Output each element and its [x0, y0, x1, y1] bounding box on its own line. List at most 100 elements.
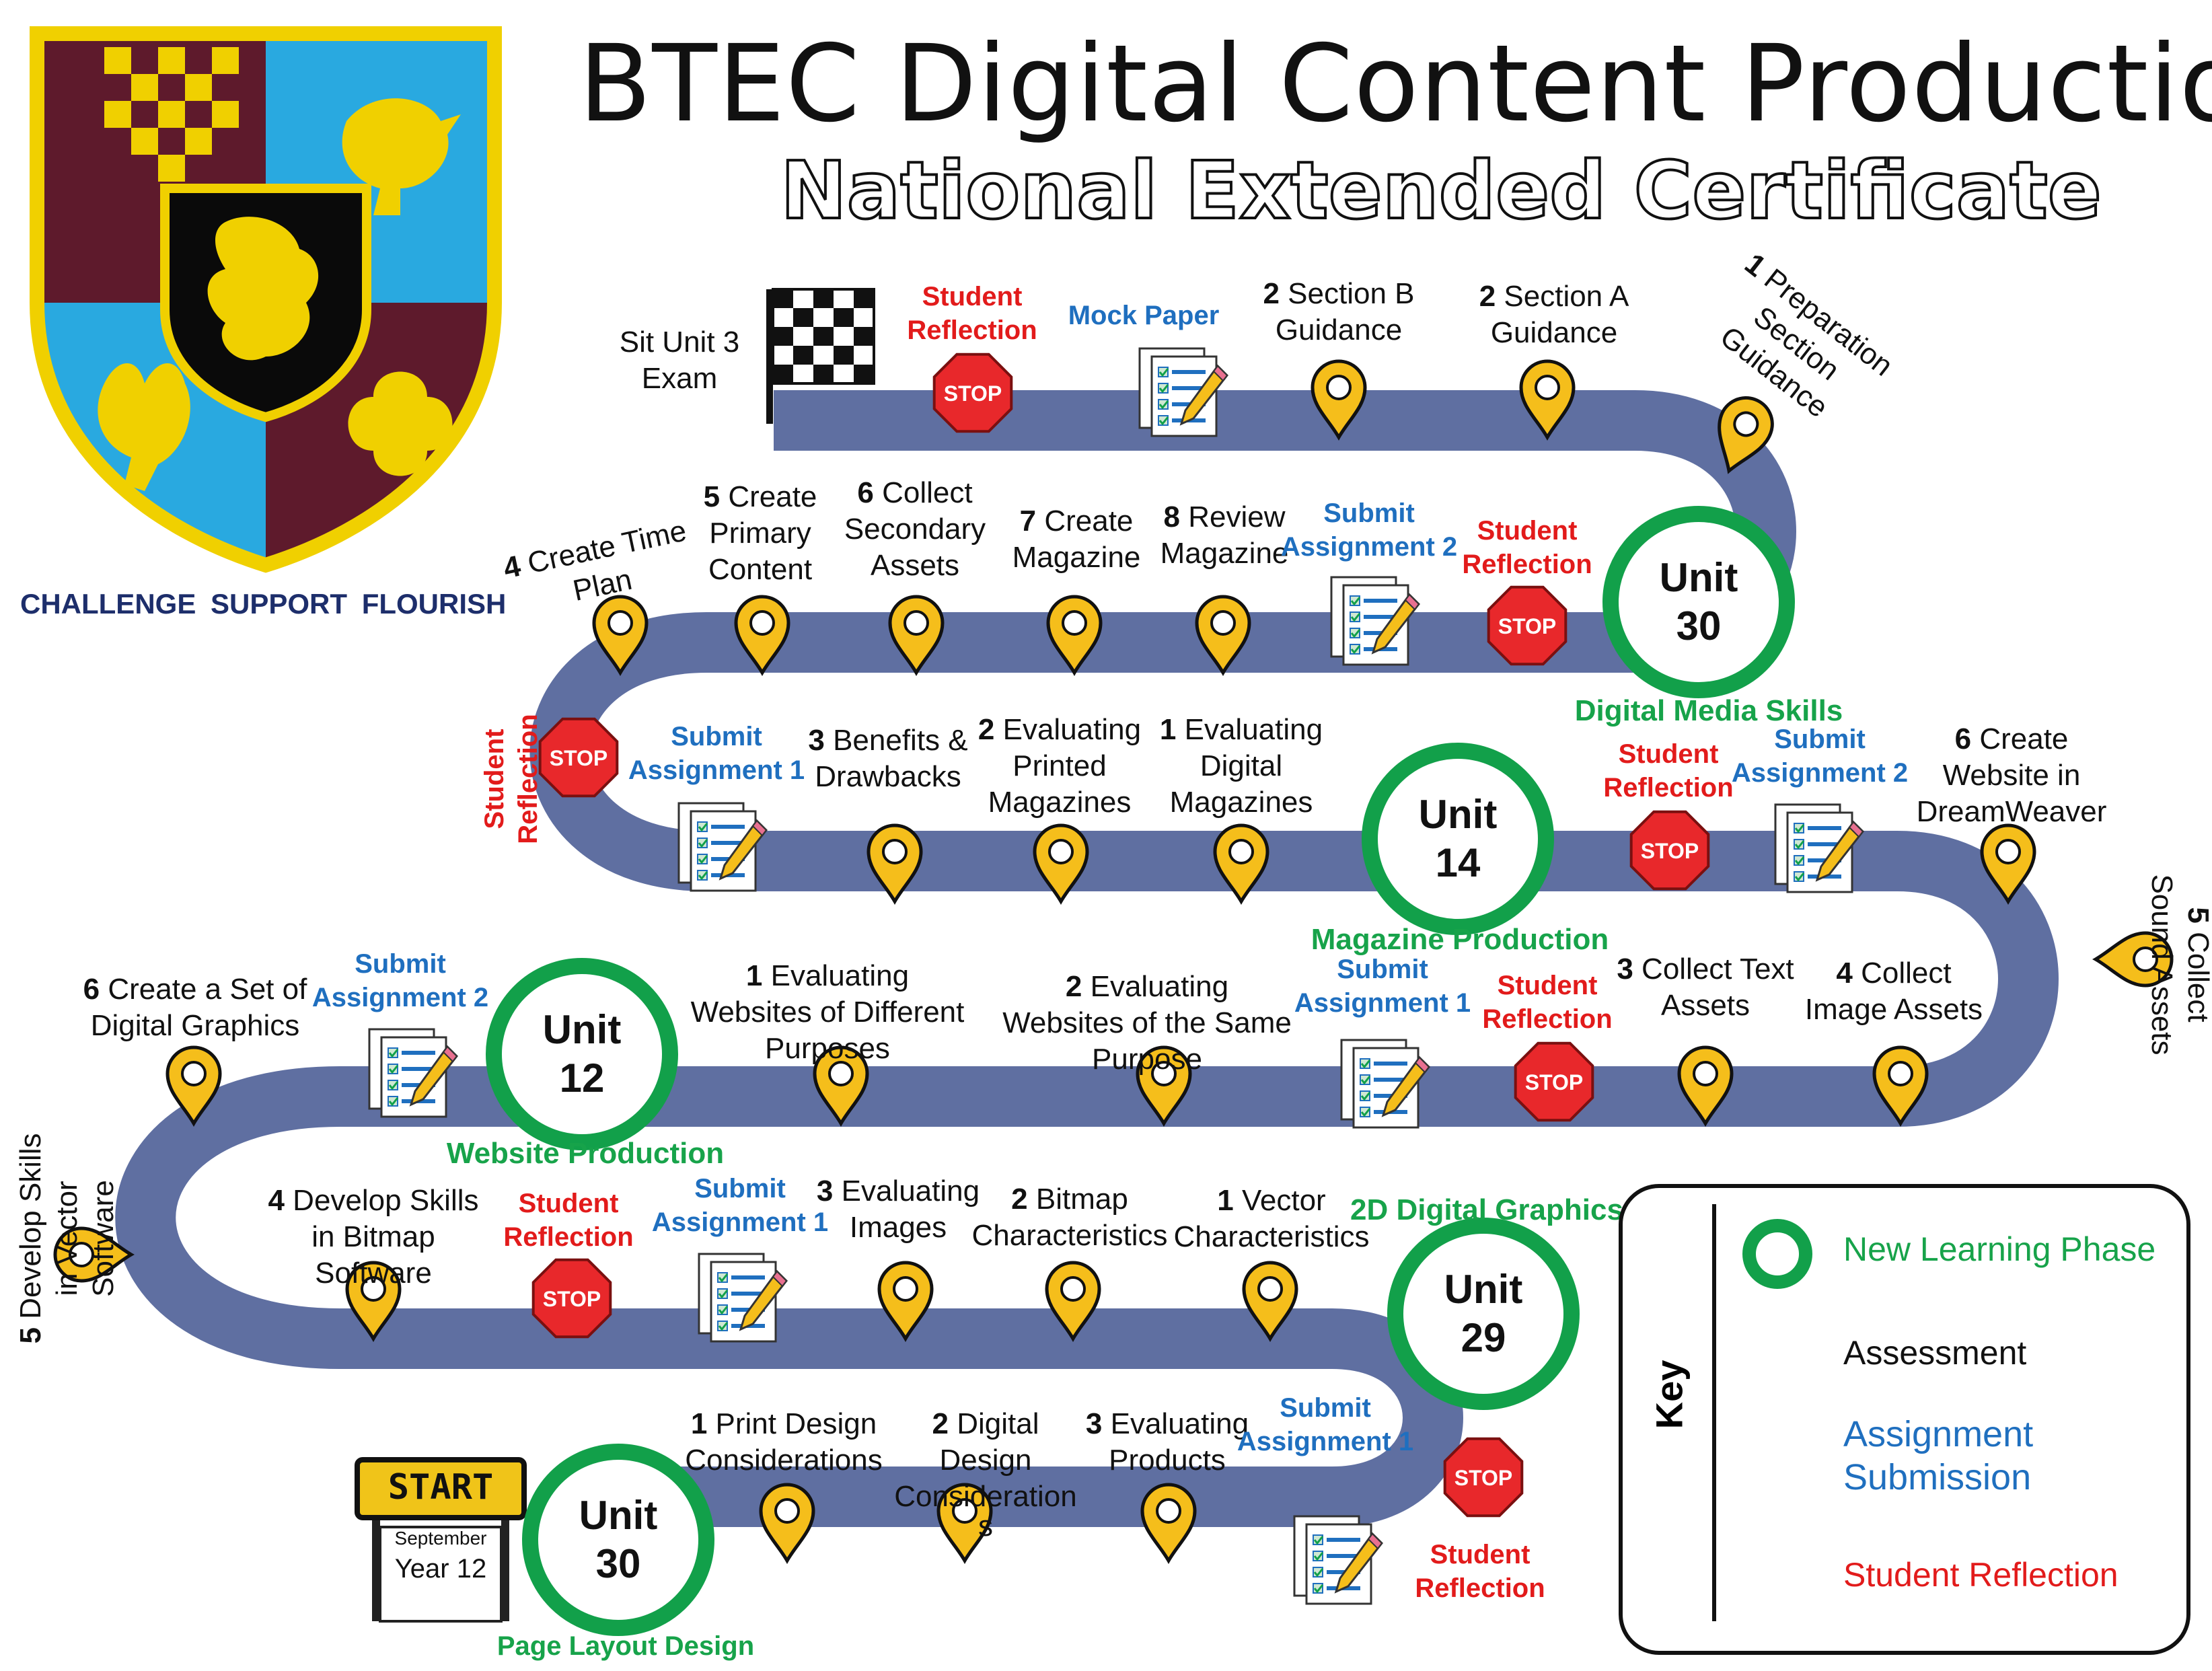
stop-sign-icon: STOP: [1514, 1041, 1594, 1122]
map-pin-icon: [1872, 1045, 1929, 1127]
unit-30-digital-media-name: Digital Media Skills: [1574, 694, 1843, 727]
key-title: Key: [1648, 1360, 1691, 1429]
map-pin-icon: [1242, 1261, 1298, 1342]
map-pin-icon: [1045, 1261, 1101, 1342]
map-pin-icon: [1195, 595, 1251, 676]
map-pin-icon: [1718, 396, 1774, 474]
checklist-pencil-icon: [1330, 576, 1420, 666]
checkered-flag-icon: [766, 288, 875, 424]
row6-mock-paper-label: Mock Paper: [1068, 301, 1220, 330]
checklist-pencil-icon: [698, 1253, 788, 1343]
key-reflection-label: Student Reflection: [1843, 1556, 2118, 1594]
stop-sign-text: STOP: [543, 1287, 601, 1311]
shield-crest-icon: [30, 26, 502, 573]
map-pin-icon: [877, 1261, 934, 1342]
map-pin-icon: [53, 1226, 135, 1283]
start-year: Year 12: [394, 1554, 487, 1584]
stop-sign-text: STOP: [1641, 839, 1699, 863]
start-month: September: [394, 1528, 487, 1549]
school-motto: CHALLENGE SUPPORT FLOURISH: [20, 588, 507, 620]
stop-sign-icon: STOP: [1443, 1437, 1524, 1518]
page-subtitle: National Extended Certificate: [779, 144, 2103, 237]
stop-sign-icon: STOP: [538, 717, 619, 798]
stop-sign-icon: STOP: [1629, 810, 1710, 891]
page-title: BTEC Digital Content Production: [579, 22, 2212, 146]
checklist-pencil-icon: [677, 802, 768, 892]
map-pin-icon: [1033, 823, 1089, 905]
stop-sign-text: STOP: [1454, 1466, 1513, 1490]
map-pin-icon: [734, 595, 790, 676]
stop-sign-text: STOP: [1525, 1070, 1584, 1094]
key-phase-ring: [1742, 1219, 1812, 1289]
stop-sign-icon: STOP: [531, 1258, 612, 1339]
unit-29-name: 2D Digital Graphics: [1350, 1193, 1623, 1226]
checklist-pencil-icon: [1340, 1039, 1430, 1129]
stop-sign-icon: STOP: [932, 352, 1013, 433]
unit-14-name: Magazine Production: [1311, 923, 1609, 956]
map-pin-icon: [1213, 823, 1269, 905]
row4-benefits-label: 3 Benefits &Drawbacks: [808, 724, 968, 793]
map-pin-icon: [1980, 823, 2036, 905]
key-divider: [1712, 1204, 1716, 1621]
stop-sign-text: STOP: [1498, 614, 1557, 638]
map-pin-icon: [1519, 359, 1576, 441]
checklist-pencil-icon: [1138, 347, 1228, 437]
map-pin-icon: [592, 595, 649, 676]
map-pin-icon: [1046, 595, 1103, 676]
stop-sign-icon: STOP: [1487, 585, 1568, 666]
map-pin-icon: [813, 1045, 869, 1127]
stop-sign-text: STOP: [944, 381, 1002, 406]
map-pin-icon: [1136, 1045, 1192, 1127]
checklist-pencil-icon: [368, 1028, 458, 1118]
map-pin-icon: [2092, 931, 2174, 988]
checklist-pencil-icon: [1774, 803, 1864, 893]
start-sign-text: START: [388, 1467, 494, 1508]
key-assessment-label: Assessment: [1843, 1334, 2027, 1372]
checklist-pencil-icon: [1293, 1515, 1383, 1605]
map-pin-icon: [345, 1261, 402, 1342]
map-pin-icon: [759, 1483, 815, 1564]
start-sign-icon: [355, 1457, 527, 1623]
map-pin-icon: [867, 823, 923, 905]
